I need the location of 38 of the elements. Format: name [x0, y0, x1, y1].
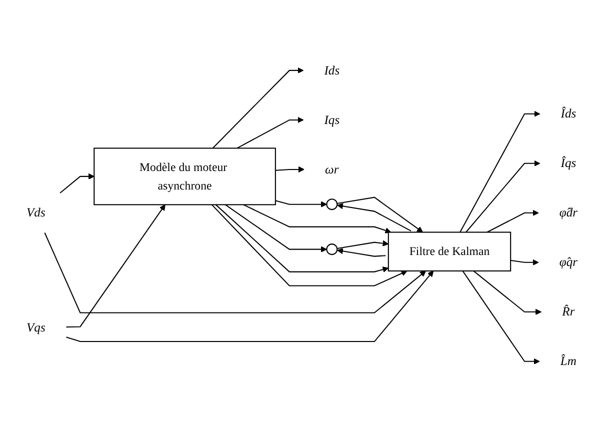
arrow [337, 196, 423, 233]
node-circle [326, 198, 338, 210]
arrow [337, 248, 386, 257]
node-text: Îds [560, 106, 576, 121]
arrow [337, 240, 389, 250]
node-text: Iqs [324, 112, 340, 127]
arrow [44, 232, 426, 314]
arrow [486, 210, 539, 233]
arrow [460, 110, 540, 233]
node-box [388, 232, 512, 272]
arrow [211, 204, 408, 286]
node-text: Ids [324, 63, 340, 78]
arrow [275, 200, 327, 208]
node-text: Vqs [26, 320, 46, 334]
arrow [462, 270, 540, 365]
arrow [473, 270, 542, 316]
node-text: R̂r [562, 304, 575, 319]
arrow [236, 116, 304, 149]
node-box [94, 148, 276, 206]
arrow [466, 160, 540, 233]
arrow [66, 270, 434, 342]
node-circle [326, 244, 338, 256]
arrow [510, 259, 539, 266]
arrow [337, 203, 412, 232]
node-text: ωr [325, 162, 339, 176]
node-text: Îqs [560, 156, 576, 170]
node-text: φ̂dr [559, 206, 578, 220]
node-text: L̂m [560, 354, 576, 368]
arrow [215, 204, 389, 273]
arrow [66, 204, 166, 328]
arrow [60, 173, 94, 194]
block-diagram: Vds Vqs Modèle du moteur asynchrone Ids Iqs ωr Filtre de Kalman Îds Îqs φ̂dr φ̂qr R̂r L̂m [0, 45, 604, 387]
arrow [225, 204, 327, 252]
node-text: φ̂qr [559, 255, 578, 270]
arrow [243, 204, 392, 234]
arrow [212, 67, 304, 149]
node-text: Vds [26, 206, 46, 220]
arrow [275, 166, 304, 173]
